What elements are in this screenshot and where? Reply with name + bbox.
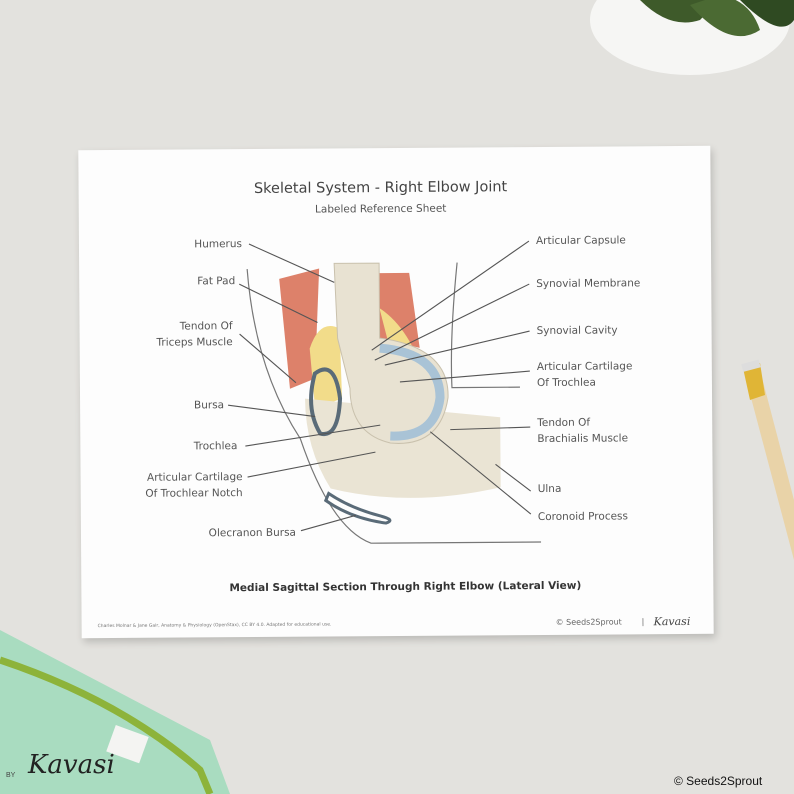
plant-pot bbox=[590, 0, 794, 75]
articular-cartilage bbox=[379, 343, 445, 441]
label-triceps-tendon-1: Tendon Of bbox=[179, 320, 233, 332]
fat-pad bbox=[309, 325, 343, 409]
figure-caption: Medial Sagittal Section Through Right El… bbox=[229, 580, 581, 594]
label-ulna: Ulna bbox=[538, 483, 562, 495]
label-trochlea: Trochlea bbox=[193, 440, 238, 452]
footer-separator: | bbox=[642, 617, 645, 626]
ulna bbox=[305, 398, 501, 498]
elbow-illustration bbox=[246, 262, 542, 544]
olecranon-bursa bbox=[323, 491, 392, 525]
label-humerus: Humerus bbox=[194, 238, 242, 250]
brachialis-muscle bbox=[371, 272, 420, 348]
watermark-kavasi: Kavasi bbox=[28, 750, 115, 780]
label-trochlea-cartilage-2: Of Trochlea bbox=[537, 377, 596, 389]
sheet-subtitle: Labeled Reference Sheet bbox=[315, 203, 446, 216]
label-bursa: Bursa bbox=[194, 399, 224, 411]
bursa bbox=[309, 367, 343, 437]
sheet-logo: Kavasi bbox=[653, 615, 691, 628]
label-synovial-membrane: Synovial Membrane bbox=[536, 277, 640, 290]
reference-sheet: Skeletal System - Right Elbow Joint Labe… bbox=[78, 145, 714, 639]
label-synovial-cavity: Synovial Cavity bbox=[537, 324, 618, 337]
label-fat-pad: Fat Pad bbox=[197, 275, 235, 287]
watermark-seeds2sprout: © Seeds2Sprout bbox=[674, 774, 763, 788]
label-trochlea-cartilage-1: Articular Cartilage bbox=[537, 360, 633, 373]
watermark-by: BY bbox=[6, 772, 16, 779]
pencil bbox=[741, 359, 794, 560]
notebook bbox=[0, 630, 230, 794]
sheet-title: Skeletal System - Right Elbow Joint bbox=[254, 179, 508, 197]
credit-line: Charles Molnar & Jane Gair, Anatomy & Ph… bbox=[98, 621, 332, 629]
label-brachialis-tendon-2: Brachialis Muscle bbox=[537, 432, 628, 445]
label-triceps-tendon-2: Triceps Muscle bbox=[155, 336, 232, 349]
label-notch-cartilage-2: Of Trochlear Notch bbox=[145, 487, 242, 500]
label-coronoid-process: Coronoid Process bbox=[538, 510, 628, 523]
label-notch-cartilage-1: Articular Cartilage bbox=[147, 471, 243, 484]
sheet-copyright: © Seeds2Sprout bbox=[556, 617, 622, 626]
leader-lines bbox=[228, 240, 532, 532]
label-olecranon-bursa: Olecranon Bursa bbox=[209, 527, 296, 540]
label-articular-capsule: Articular Capsule bbox=[536, 234, 626, 247]
triceps-muscle bbox=[279, 268, 320, 389]
label-brachialis-tendon-1: Tendon Of bbox=[536, 417, 590, 429]
